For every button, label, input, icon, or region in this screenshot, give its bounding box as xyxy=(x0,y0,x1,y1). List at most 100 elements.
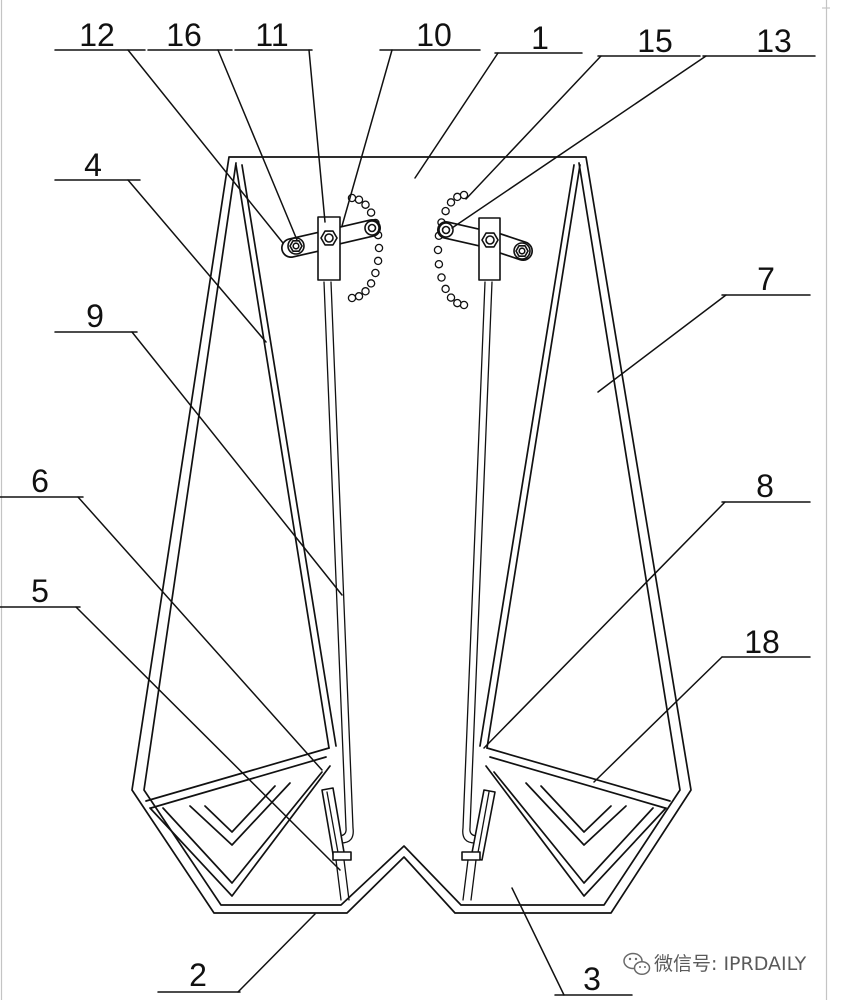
arc-dot xyxy=(441,284,450,294)
label-12: 12 xyxy=(79,17,115,53)
callout-6: 6 xyxy=(0,463,323,771)
left-fold-v-outer-inner xyxy=(162,771,323,884)
arc-dot xyxy=(446,198,456,207)
leader-7 xyxy=(597,294,727,393)
right-fold-v-inner-inner xyxy=(540,785,612,833)
left-pull-rod xyxy=(321,281,354,901)
right-clamp-block xyxy=(461,851,481,861)
leader-1 xyxy=(414,52,499,179)
arc-dot xyxy=(354,292,364,301)
leader-10 xyxy=(341,49,393,227)
arc-dot xyxy=(437,273,446,282)
left-rod-line-b xyxy=(330,281,354,844)
right-rod-clamp xyxy=(478,217,501,281)
callout-10: 10 xyxy=(341,17,481,227)
right-clamp-tail-a xyxy=(462,859,469,901)
right-link-end-pin-icon xyxy=(438,222,454,238)
left-clamp-inner-line xyxy=(326,791,340,859)
arc-dot xyxy=(459,190,469,200)
watermark: 微信号: IPRDAILY xyxy=(623,952,807,976)
right-pivot-nut-icon xyxy=(513,242,531,260)
arc-dot xyxy=(453,298,462,308)
callout-5: 5 xyxy=(0,573,341,871)
leader-6 xyxy=(77,496,323,771)
shell-outer-line xyxy=(131,156,692,914)
leader-3 xyxy=(511,887,565,996)
right-fold-top-a xyxy=(486,747,671,802)
arc-dot xyxy=(347,293,357,303)
left-clamp-tail-b xyxy=(343,859,350,901)
label-16: 16 xyxy=(166,17,202,53)
left-clamp-block xyxy=(332,851,352,861)
left-fold-v-outer xyxy=(149,765,331,897)
right-clamp-tail-b xyxy=(470,859,477,901)
left-link-end-pin-icon xyxy=(364,220,380,236)
callout-2: 2 xyxy=(157,913,316,993)
callout-3: 3 xyxy=(511,887,633,997)
label-2: 2 xyxy=(189,957,207,993)
left-rod-clamp xyxy=(317,216,341,281)
label-3: 3 xyxy=(583,961,601,997)
left-fold-top-a xyxy=(145,747,330,802)
left-fold-v-inner-inner xyxy=(204,785,276,833)
leader-8 xyxy=(483,501,726,749)
watermark-text: 微信号: IPRDAILY xyxy=(654,953,807,975)
right-side-panel xyxy=(479,164,671,897)
arc-dot xyxy=(354,195,364,204)
left-dotted-arc xyxy=(347,193,384,303)
callout-18: 18 xyxy=(593,624,811,783)
arc-dot xyxy=(374,243,384,253)
right-clamp-inner-line xyxy=(476,791,490,859)
label-13: 13 xyxy=(756,23,792,59)
callout-12: 12 xyxy=(54,17,284,244)
left-side-panel xyxy=(145,164,337,897)
leader-15 xyxy=(465,55,602,200)
callout-8: 8 xyxy=(483,468,811,749)
right-rod-line-b xyxy=(462,281,486,844)
callout-16: 16 xyxy=(147,17,298,241)
left-panel-edge-b xyxy=(241,164,337,747)
callout-11: 11 xyxy=(234,17,326,223)
label-11: 11 xyxy=(255,17,288,53)
right-top-mechanism xyxy=(433,190,533,310)
left-panel-edge-a xyxy=(235,164,330,749)
arc-dot xyxy=(446,293,456,302)
callout-1: 1 xyxy=(414,20,583,179)
label-9: 9 xyxy=(86,298,104,334)
left-top-mechanism xyxy=(281,193,384,303)
arc-dot xyxy=(433,245,443,255)
label-4: 4 xyxy=(84,147,102,183)
arc-dot xyxy=(373,256,383,266)
leader-11 xyxy=(308,49,326,223)
right-fold-v-inner xyxy=(525,782,627,846)
right-panel-edge-b xyxy=(479,164,575,747)
arc-dot xyxy=(361,200,370,209)
leader-9 xyxy=(131,331,343,596)
right-panel-edge-a xyxy=(486,164,581,749)
leader-12 xyxy=(127,49,284,244)
callout-15: 15 xyxy=(465,23,701,200)
callout-7: 7 xyxy=(597,261,811,393)
label-15: 15 xyxy=(637,23,673,59)
leader-4 xyxy=(127,179,267,343)
callout-13: 13 xyxy=(451,23,816,229)
leader-16 xyxy=(217,49,298,241)
right-fold-v-outer-inner xyxy=(493,771,654,884)
label-6: 6 xyxy=(31,463,49,499)
arc-dot xyxy=(434,259,444,269)
leader-13 xyxy=(451,55,707,229)
label-10: 10 xyxy=(416,17,452,53)
right-fold-top-b xyxy=(489,756,666,809)
callout-9: 9 xyxy=(54,298,343,596)
callout-4: 4 xyxy=(54,147,267,343)
reference-labels: 12 16 11 10 1 15 13 xyxy=(0,17,816,997)
right-dotted-arc xyxy=(433,190,469,310)
wechat-icon xyxy=(623,952,651,976)
label-7: 7 xyxy=(757,261,775,297)
arc-dot xyxy=(366,208,376,217)
leader-5 xyxy=(75,606,341,871)
arc-dot xyxy=(366,279,376,288)
right-pull-rod xyxy=(461,281,496,901)
